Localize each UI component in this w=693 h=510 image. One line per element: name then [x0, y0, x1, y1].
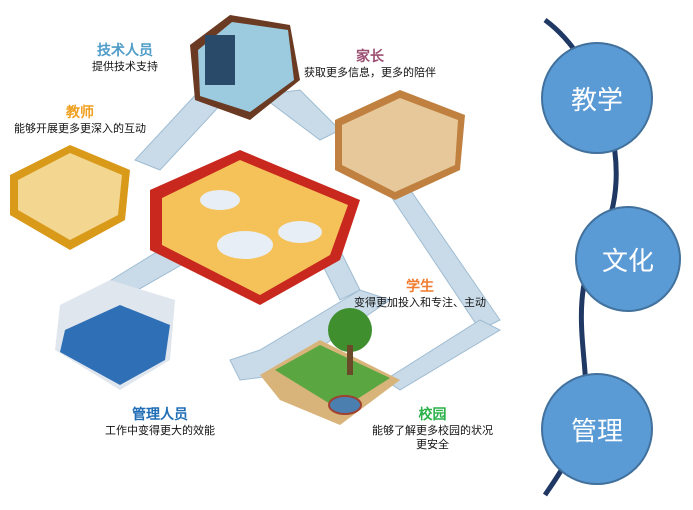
campus-yard — [260, 308, 400, 425]
role-title: 管理人员 — [132, 407, 188, 423]
role-admin: 管理人员 工作中变得更大的效能 — [95, 404, 225, 438]
role-desc: 能够开展更多更深入的互动 — [14, 122, 146, 135]
role-title: 家长 — [356, 49, 384, 65]
admin-room — [55, 280, 175, 390]
circle-management: 管理 — [541, 373, 653, 485]
role-title: 学生 — [406, 279, 434, 295]
role-teacher: 教师 能够开展更多更深入的互动 — [5, 102, 155, 136]
role-title: 校园 — [418, 407, 447, 423]
role-desc: 获取更多信息，更多的陪伴 — [304, 66, 436, 79]
role-parent: 家长 获取更多信息，更多的陪伴 — [295, 46, 445, 80]
role-desc: 变得更加投入和专注、主动 — [354, 296, 486, 309]
role-desc: 提供技术支持 — [92, 60, 158, 73]
parent-room — [335, 90, 465, 200]
role-title: 教师 — [66, 105, 94, 121]
circle-culture: 文化 — [575, 206, 681, 312]
teacher-room — [10, 145, 130, 250]
role-tech: 技术人员 提供技术支持 — [80, 40, 170, 74]
classroom — [150, 150, 360, 305]
role-campus: 校园 能够了解更多校园的状况 更安全 — [365, 404, 500, 452]
role-student: 学生 变得更加投入和专注、主动 — [345, 276, 495, 310]
role-desc-2: 更安全 — [416, 438, 449, 451]
circle-teaching: 教学 — [541, 42, 653, 154]
tech-room — [190, 15, 300, 120]
role-desc: 能够了解更多校园的状况 — [372, 424, 493, 437]
role-title: 技术人员 — [97, 43, 153, 59]
role-desc: 工作中变得更大的效能 — [105, 424, 215, 437]
